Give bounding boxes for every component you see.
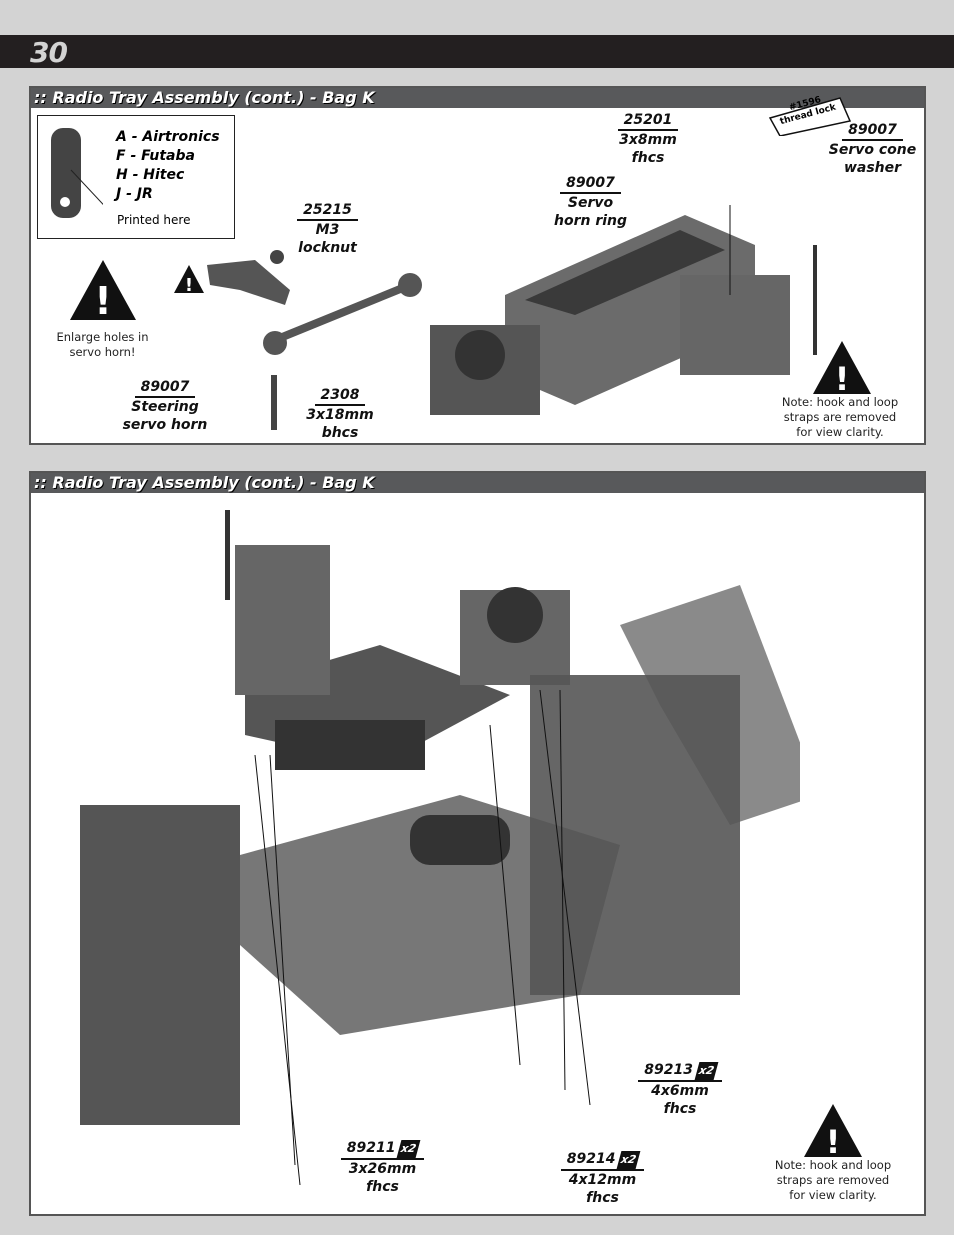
- svg-text:!: !: [835, 360, 850, 395]
- step-title: :: Radio Tray Assembly (cont.) - Bag K: [31, 88, 924, 108]
- warning-icon: !: [813, 341, 871, 395]
- warning-icon: !: [70, 260, 136, 323]
- step-title: :: Radio Tray Assembly (cont.) - Bag K: [31, 473, 924, 493]
- legend-item: J - JR: [116, 186, 153, 202]
- quantity-badge: x2: [617, 1151, 641, 1169]
- warning-icon-small: !: [174, 265, 204, 294]
- svg-text:!: !: [185, 275, 193, 294]
- thread-lock-tube-icon: [768, 97, 852, 136]
- quantity-badge: x2: [694, 1062, 719, 1080]
- page-header-bar: [0, 35, 954, 68]
- warning-icon: !: [804, 1104, 862, 1158]
- legend-item: F - Futaba: [116, 148, 195, 164]
- servo-brand-legend: A - Airtronics F - Futaba H - Hitec J - …: [37, 115, 235, 239]
- legend-item: A - Airtronics: [116, 129, 220, 145]
- quantity-badge: x2: [397, 1140, 421, 1158]
- radio-tray-illustration: [430, 205, 817, 415]
- servo-horn-illustration: [51, 128, 103, 218]
- legend-item: H - Hitec: [116, 167, 185, 183]
- page-number: 30: [30, 36, 68, 69]
- legend-caption: Printed here: [117, 213, 191, 227]
- warning-text: Enlarge holes in servo horn!: [56, 330, 149, 359]
- vehicle-chassis-illustration: [80, 510, 800, 1186]
- steering-linkage-illustration: [207, 250, 422, 430]
- svg-text:!: !: [94, 279, 111, 323]
- svg-text:!: !: [826, 1123, 841, 1158]
